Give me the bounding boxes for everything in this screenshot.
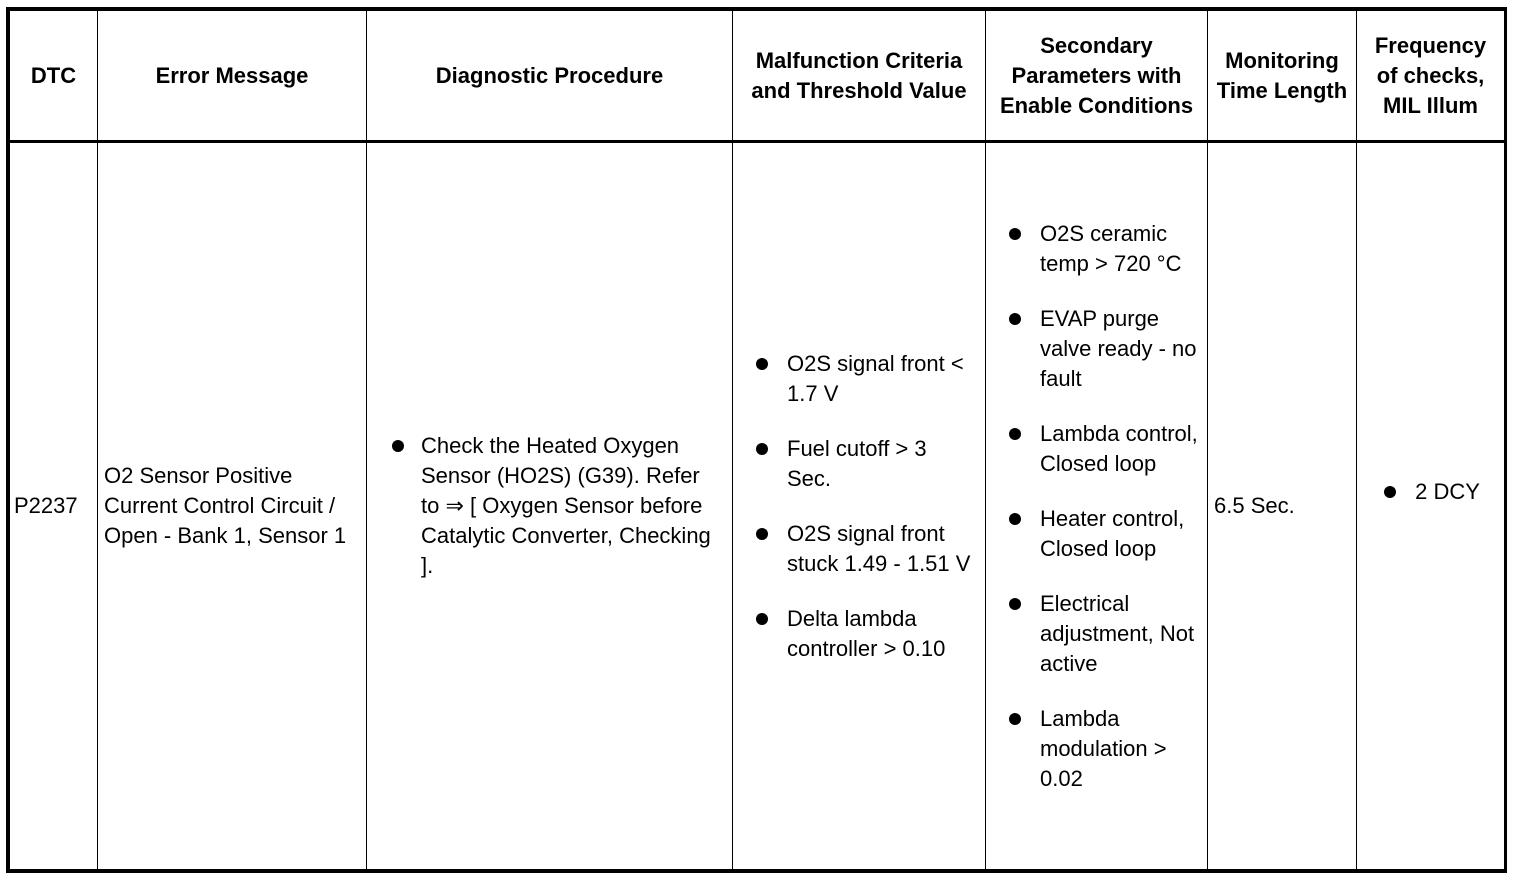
- header-secondary-parameters: Secondary Parameters with Enable Conditi…: [985, 10, 1208, 143]
- list-item: Electrical adjustment, Not active: [1006, 589, 1199, 679]
- dtc-table-container: DTC Error Message Diagnostic Procedure M…: [6, 7, 1507, 873]
- list-item: O2S signal front stuck 1.49 - 1.51 V: [753, 519, 975, 579]
- list-item: O2S signal front < 1.7 V: [753, 349, 975, 409]
- cell-monitoring-time: 6.5 Sec.: [1207, 141, 1357, 870]
- header-monitoring-time: Monitoring Time Length: [1207, 10, 1357, 143]
- list-item: Fuel cutoff > 3 Sec.: [753, 434, 975, 494]
- header-dtc: DTC: [9, 10, 98, 143]
- header-malfunction-criteria: Malfunction Criteria and Threshold Value: [732, 10, 986, 143]
- list-item: Lambda modulation > 0.02: [1006, 704, 1199, 794]
- cell-dtc: P2237: [9, 141, 98, 870]
- list-item: Delta lambda controller > 0.10: [753, 604, 975, 664]
- cell-diagnostic-procedure: Check the Heated Oxygen Sensor (HO2S) (G…: [366, 141, 733, 870]
- list-item: EVAP purge valve ready - no fault: [1006, 304, 1199, 394]
- table-row: P2237 O2 Sensor Positive Current Control…: [9, 141, 1505, 870]
- header-row: DTC Error Message Diagnostic Procedure M…: [9, 10, 1505, 143]
- list-item: 2 DCY: [1381, 477, 1480, 507]
- frequency-list: 2 DCY: [1381, 477, 1480, 507]
- header-diagnostic-procedure: Diagnostic Procedure: [366, 10, 733, 143]
- header-frequency: Frequency of checks, MIL Illum: [1356, 10, 1505, 143]
- list-item: Heater control, Closed loop: [1006, 504, 1199, 564]
- list-item: Lambda control, Closed loop: [1006, 419, 1199, 479]
- cell-malfunction-criteria: O2S signal front < 1.7 V Fuel cutoff > 3…: [732, 141, 986, 870]
- diagnostic-procedure-list: Check the Heated Oxygen Sensor (HO2S) (G…: [389, 431, 720, 581]
- list-item: O2S ceramic temp > 720 °C: [1006, 219, 1199, 279]
- malfunction-criteria-list: O2S signal front < 1.7 V Fuel cutoff > 3…: [753, 349, 975, 664]
- dtc-table: DTC Error Message Diagnostic Procedure M…: [9, 10, 1505, 870]
- list-item: Check the Heated Oxygen Sensor (HO2S) (G…: [389, 431, 720, 581]
- header-error-message: Error Message: [97, 10, 367, 143]
- cell-secondary-parameters: O2S ceramic temp > 720 °C EVAP purge val…: [985, 141, 1208, 870]
- cell-error-message: O2 Sensor Positive Current Control Circu…: [97, 141, 367, 870]
- cell-frequency: 2 DCY: [1356, 141, 1505, 870]
- secondary-parameters-list: O2S ceramic temp > 720 °C EVAP purge val…: [1006, 219, 1199, 794]
